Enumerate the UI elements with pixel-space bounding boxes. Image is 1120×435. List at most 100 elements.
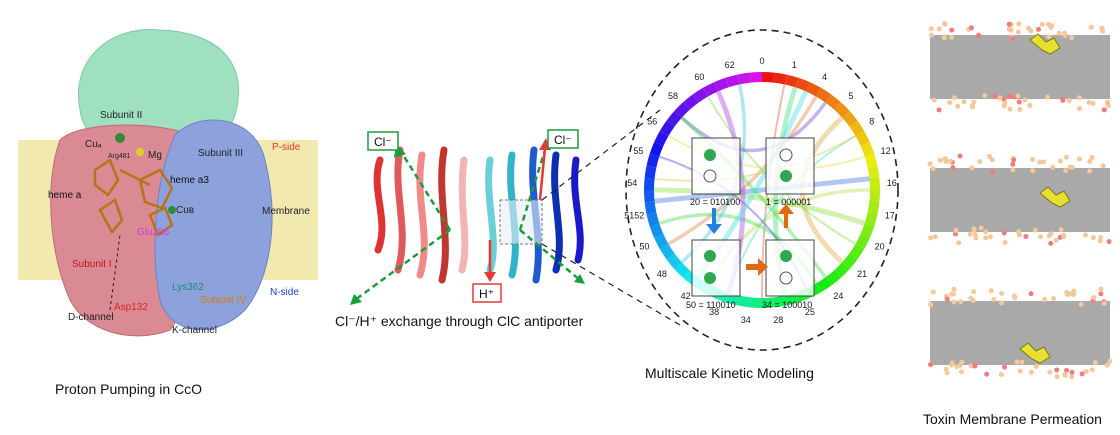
ring-segment bbox=[816, 277, 832, 293]
clc-h-paths bbox=[488, 147, 547, 275]
ring-segment bbox=[714, 77, 729, 92]
asp132-label: Asp132 bbox=[114, 302, 148, 313]
p-side-label: P-side bbox=[272, 142, 301, 153]
membrane-label: Membrane bbox=[262, 206, 310, 217]
ring-segment bbox=[644, 177, 655, 190]
state-label-34: 34 = 100010 bbox=[762, 300, 812, 310]
mg-atom bbox=[136, 148, 144, 156]
cua-atom bbox=[115, 133, 125, 143]
ring-segment bbox=[749, 297, 762, 308]
ring-segment bbox=[864, 153, 878, 168]
wheel-tick-label: 8 bbox=[869, 116, 874, 126]
subunit-iii-label: Subunit III bbox=[198, 148, 243, 159]
k-channel-label: K-channel bbox=[172, 325, 217, 336]
wheel-dashed-border bbox=[625, 29, 899, 351]
ring-segment bbox=[869, 190, 880, 203]
ring-segment bbox=[654, 233, 669, 249]
wheel-tick-label: 38 bbox=[709, 307, 719, 317]
wheel-chord bbox=[653, 187, 866, 226]
wheel-tick-label: 21 bbox=[857, 269, 867, 279]
cl-arrow-tip-left-down bbox=[350, 294, 362, 305]
wheel-tick-label: 55 bbox=[633, 146, 643, 156]
wheel-chord bbox=[667, 135, 866, 171]
heme-cofactors bbox=[93, 158, 174, 237]
wheel-tick-label: 24 bbox=[833, 291, 843, 301]
cl-box-right bbox=[547, 129, 579, 149]
h-label: H⁺ bbox=[479, 287, 494, 301]
state-box-50: 50 = 110010 bbox=[686, 239, 741, 310]
toxin-membranes bbox=[927, 20, 1113, 380]
wheel-tick-label: 1 bbox=[792, 60, 797, 70]
ring-segment bbox=[773, 72, 787, 85]
wheel-tick-label: 62 bbox=[725, 60, 735, 70]
h-box bbox=[472, 283, 502, 303]
state-label-1: 1 = 000001 bbox=[766, 197, 811, 207]
glu286-label: Glu286 bbox=[137, 227, 170, 238]
arg481-label: Arg481 bbox=[108, 153, 131, 160]
wheel-tick-label: 20 bbox=[875, 241, 885, 251]
ring-segment bbox=[860, 223, 875, 238]
wheel-tick-label: 58 bbox=[668, 91, 678, 101]
state-label-50: 50 = 110010 bbox=[686, 300, 736, 310]
ring-segment bbox=[855, 131, 870, 147]
cl-label-left: Cl⁻ bbox=[374, 135, 392, 149]
wheel-chord bbox=[680, 101, 827, 153]
ring-segment bbox=[849, 120, 865, 136]
ring-segment bbox=[795, 77, 810, 92]
ring-segment bbox=[784, 74, 799, 88]
toxin-molecule bbox=[1019, 342, 1051, 364]
state-box-1: 1 = 000001 bbox=[765, 137, 815, 207]
subunit-iv-label: Subunit IV bbox=[200, 295, 246, 306]
toxin-caption: Toxin Membrane Permeation bbox=[923, 411, 1102, 427]
subunit-iii-blob bbox=[154, 119, 273, 331]
cub-atom bbox=[168, 206, 176, 214]
wheel-tick-label: 42 bbox=[681, 291, 691, 301]
ring-segment bbox=[762, 297, 775, 308]
ring-segment bbox=[864, 212, 878, 227]
wheel-tick-label: 17 bbox=[885, 210, 895, 220]
wheel-tick-label: 34 bbox=[741, 315, 751, 325]
transition-arrow-orange-up bbox=[778, 204, 794, 228]
subunit-ii-label: Subunit II bbox=[100, 110, 142, 121]
ring-segment bbox=[644, 165, 657, 179]
ring-segment bbox=[659, 120, 675, 136]
clc-illustration: Cl⁻ Cl⁻ H⁺ bbox=[350, 129, 585, 305]
subunit-i-label: Subunit I bbox=[72, 259, 111, 270]
ring-segment bbox=[762, 72, 775, 83]
ring-segment bbox=[849, 244, 865, 260]
wheel-tick-label: 54 bbox=[627, 178, 637, 188]
kinetic-caption: Multiscale Kinetic Modeling bbox=[645, 365, 814, 381]
h-arrow-tip-down bbox=[484, 272, 496, 282]
ring-segment bbox=[869, 177, 880, 190]
ring-segment bbox=[703, 82, 719, 97]
wheel-chord bbox=[654, 135, 857, 182]
wheel-tick-label: 48 bbox=[657, 269, 667, 279]
clc-helices-left bbox=[373, 146, 469, 284]
wheel-tick-label: 25 bbox=[805, 307, 815, 317]
wheel-chord bbox=[654, 176, 870, 204]
wheel-tick-label: 28 bbox=[773, 315, 783, 325]
d-channel-label: D-channel bbox=[68, 312, 114, 323]
ring-segment bbox=[644, 201, 657, 215]
ring-segment bbox=[749, 72, 762, 83]
ring-segment bbox=[683, 94, 699, 110]
membrane-snapshot bbox=[928, 20, 1111, 113]
n-side-label: N-side bbox=[270, 287, 299, 298]
ring-segment bbox=[644, 190, 655, 203]
ring-segment bbox=[649, 142, 664, 157]
ring-segment bbox=[646, 153, 660, 168]
wheel-tick-label: 12 bbox=[881, 146, 891, 156]
mg-label: Mg bbox=[148, 150, 162, 161]
cco-illustration: Subunit II Subunit III Subunit I Subunit… bbox=[18, 29, 318, 337]
ring-segment bbox=[825, 270, 841, 286]
ring-segment bbox=[867, 201, 880, 215]
clc-cl-paths bbox=[354, 149, 581, 302]
ring-segment bbox=[867, 165, 880, 179]
ring-segment bbox=[659, 244, 675, 260]
lys362-label: Lys362 bbox=[172, 282, 204, 293]
ring-segment bbox=[773, 295, 787, 308]
ring-segment bbox=[646, 212, 660, 227]
